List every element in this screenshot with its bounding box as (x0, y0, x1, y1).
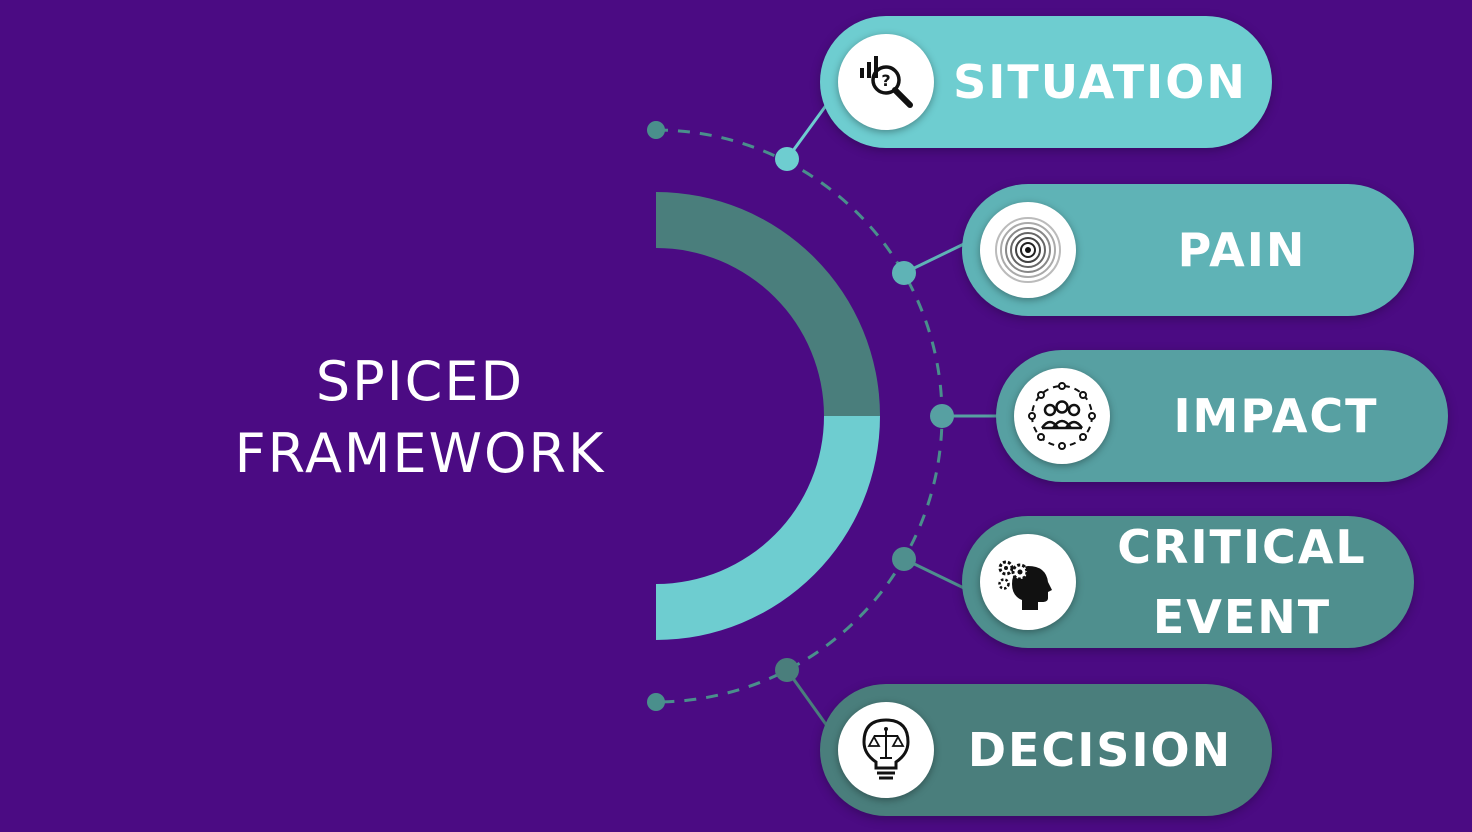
situation-label: SITUATION (950, 16, 1250, 148)
ring-lower-segment (656, 416, 880, 640)
node-impact (930, 404, 954, 428)
svg-text:?: ? (881, 71, 890, 90)
magnifier-chart-icon: ? (860, 56, 913, 108)
step-impact[interactable]: IMPACT (996, 350, 1448, 482)
orbit-end-dot-bottom (647, 693, 665, 711)
connector-situation (785, 99, 832, 160)
ring-upper-segment (656, 192, 880, 416)
decision-icon-badge (838, 702, 934, 798)
situation-icon-badge: ? (838, 34, 934, 130)
connector-decision (785, 669, 832, 731)
critical-event-icon-badge (980, 534, 1076, 630)
situation-label-text: SITUATION (953, 55, 1247, 109)
impact-label-text: IMPACT (1173, 389, 1379, 443)
concentric-rings-icon (995, 217, 1061, 283)
title-line-2: FRAMEWORK (234, 422, 606, 485)
decision-label-text: DECISION (967, 723, 1233, 777)
critical-event-label-line-2: EVENT (1152, 590, 1332, 644)
step-critical-event[interactable]: CRITICAL EVENT (962, 516, 1414, 648)
framework-title: SPICED FRAMEWORK (150, 346, 690, 490)
decision-label: DECISION (950, 684, 1250, 816)
pain-label: PAIN (1092, 184, 1392, 316)
step-pain[interactable]: PAIN (962, 184, 1414, 316)
impact-label: IMPACT (1126, 350, 1426, 482)
orbit-end-dot-top (647, 121, 665, 139)
step-situation[interactable]: ? SITUATION (820, 16, 1272, 148)
impact-icon-badge (1014, 368, 1110, 464)
step-decision[interactable]: DECISION (820, 684, 1272, 816)
people-network-icon (1028, 382, 1096, 450)
node-pain (892, 261, 916, 285)
critical-event-label: CRITICAL EVENT (1092, 516, 1392, 648)
title-line-1: SPICED (315, 350, 525, 413)
head-gears-icon (998, 560, 1052, 610)
pain-icon-badge (980, 202, 1076, 298)
node-critical-event (892, 547, 916, 571)
critical-event-label-line-1: CRITICAL (1117, 520, 1367, 574)
node-decision (775, 658, 799, 682)
node-situation (775, 147, 799, 171)
pain-label-text: PAIN (1177, 223, 1307, 277)
lightbulb-scale-icon (862, 718, 910, 780)
